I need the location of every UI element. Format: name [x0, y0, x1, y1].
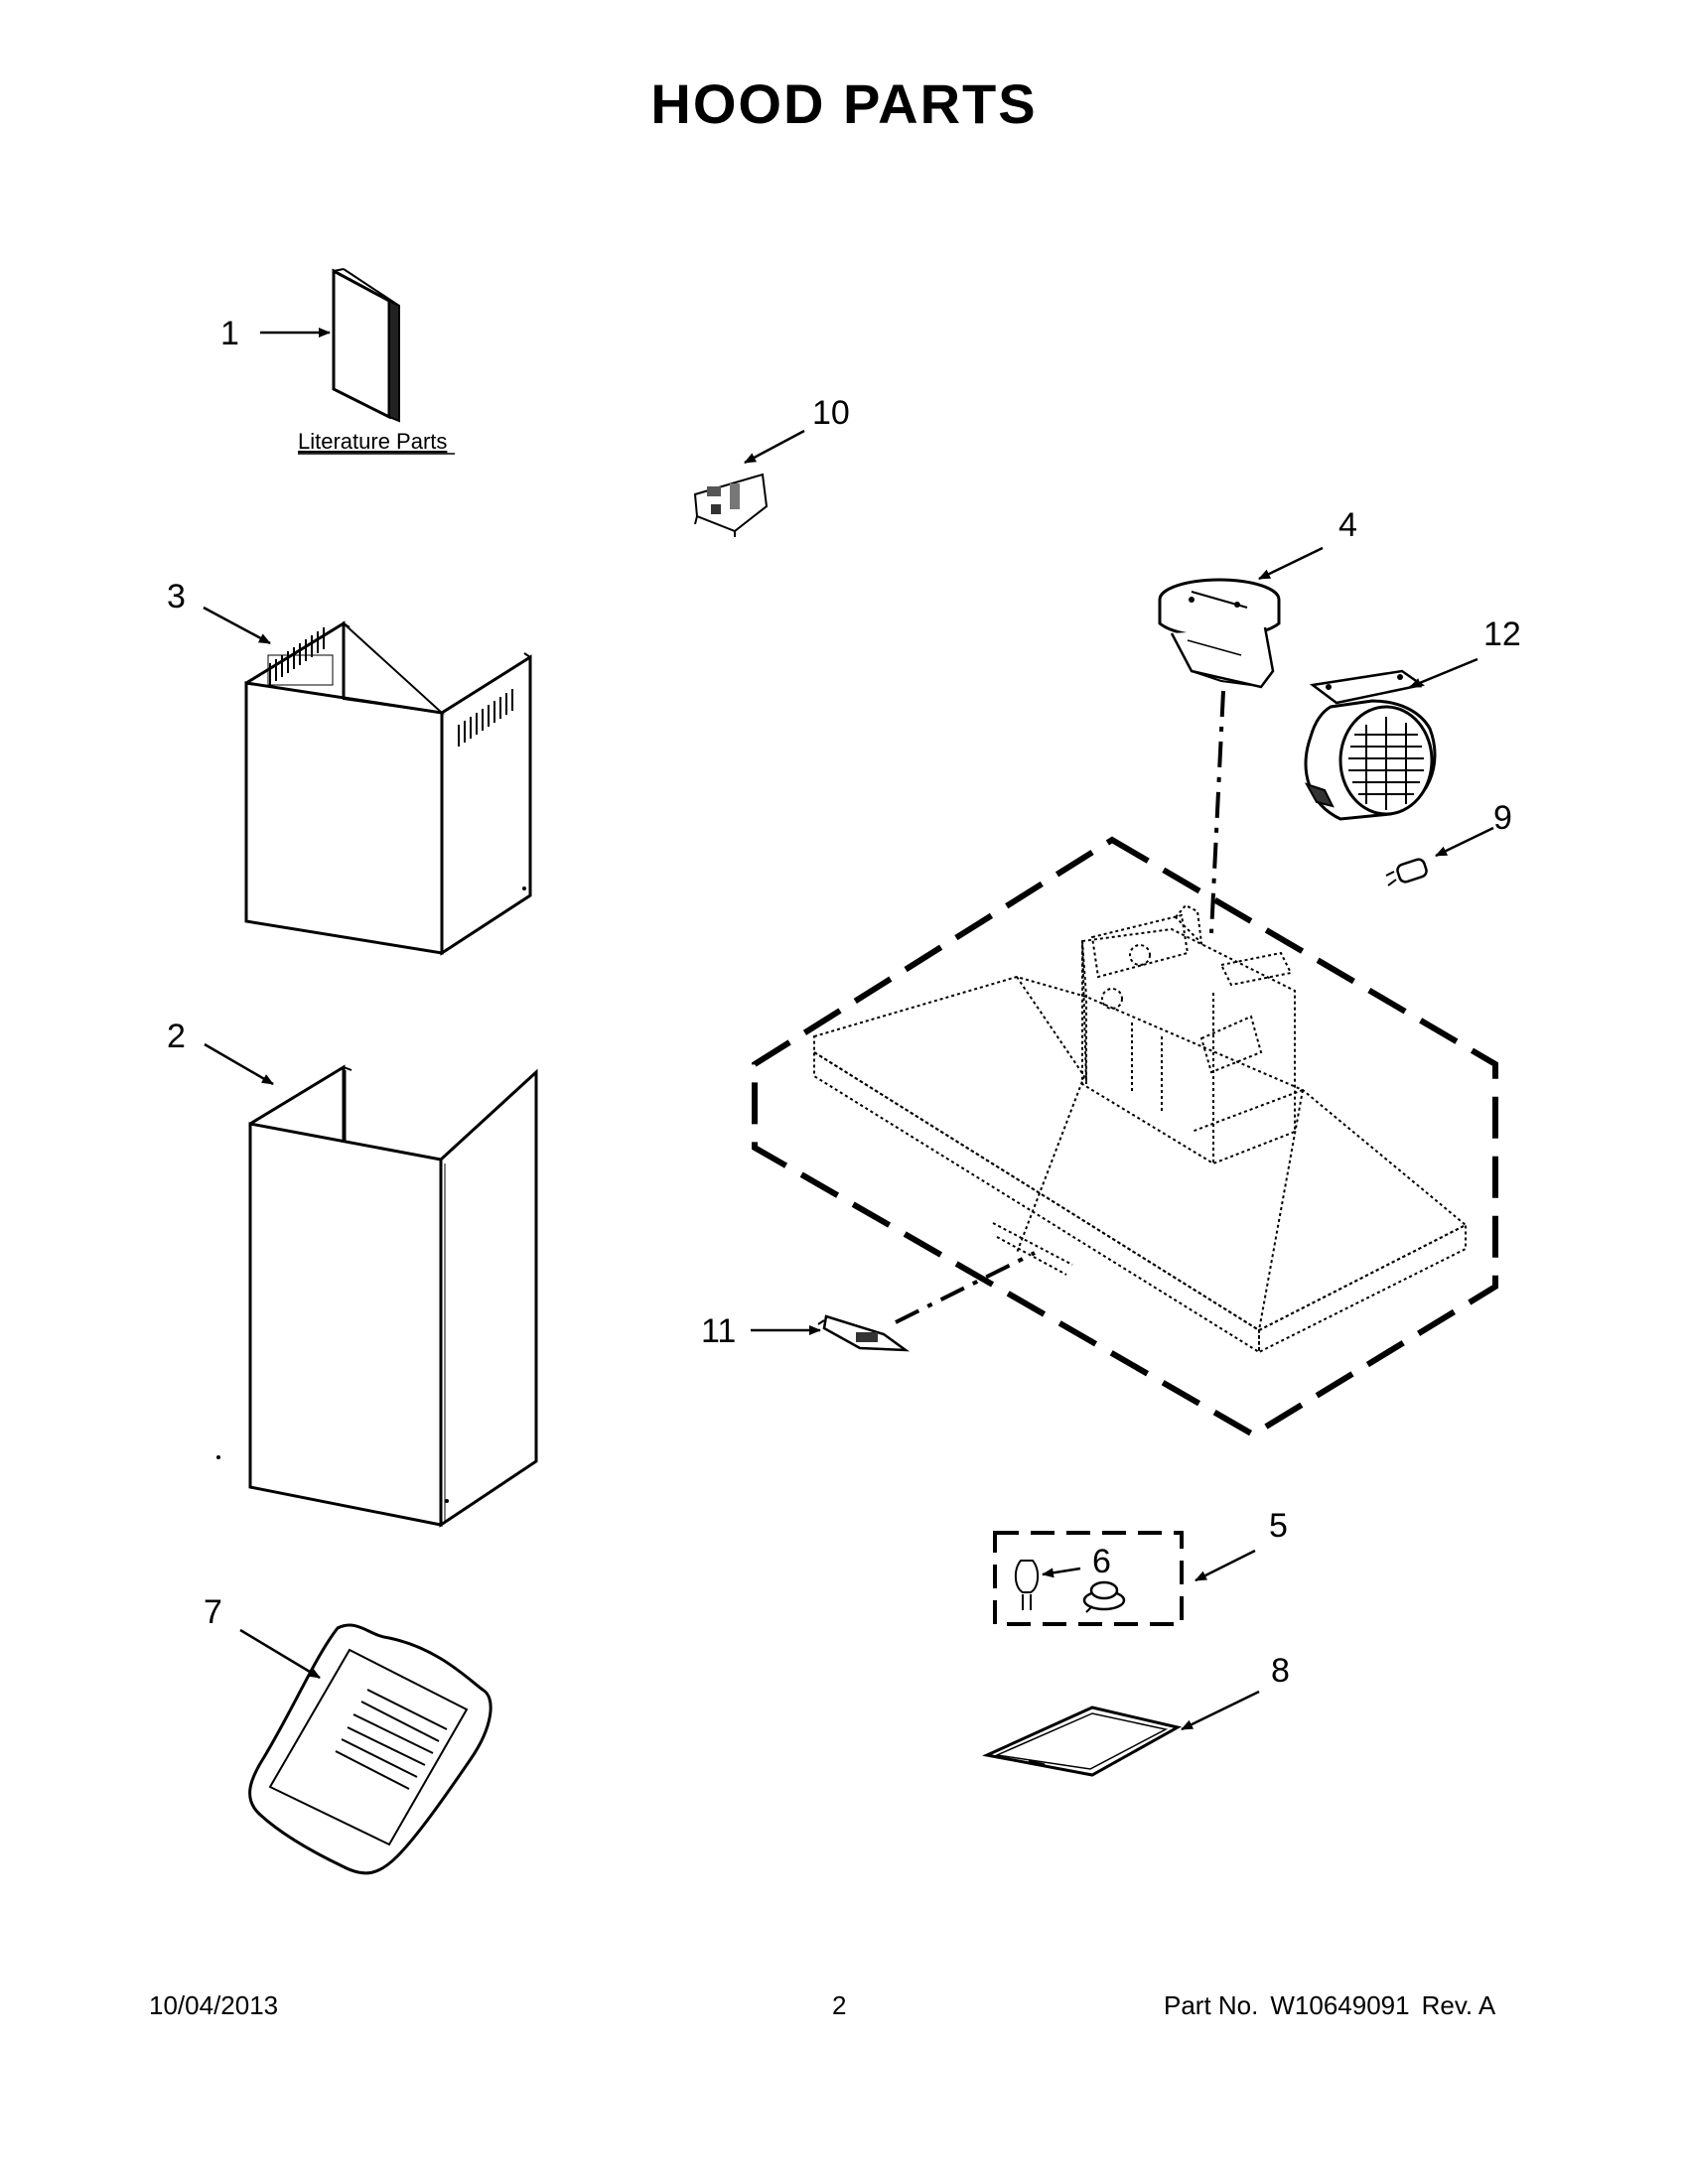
callout-3: 3	[167, 578, 186, 615]
literature-parts-label: Literature Parts	[298, 429, 447, 454]
part-9-capacitor[interactable]	[1385, 858, 1428, 887]
part-11-switch[interactable]	[817, 1314, 911, 1352]
part-number: W10649091	[1270, 1990, 1410, 2020]
part-8-grease-filter[interactable]	[982, 1706, 1183, 1777]
callout-9: 9	[1493, 799, 1512, 837]
callout-2: 2	[167, 1018, 186, 1055]
page-title: HOOD PARTS	[650, 72, 1038, 135]
part-number-label: Part No.	[1164, 1990, 1259, 2020]
part-12-blower[interactable]	[1304, 669, 1437, 821]
part-10-control-board[interactable]	[693, 473, 769, 537]
part-2-lower-chimney-cover[interactable]	[216, 1064, 538, 1528]
part-1-literature-booklet[interactable]	[332, 268, 400, 423]
revision: Rev. A	[1421, 1990, 1496, 2020]
hood-assembly-boundary	[752, 836, 1498, 1438]
callout-10: 10	[812, 394, 850, 432]
part-6-halogen-bulb[interactable]	[1015, 1560, 1039, 1610]
callout-1: 1	[220, 315, 239, 352]
footer-part-info: Part No. W10649091 Rev. A	[1164, 1990, 1507, 2021]
callout-5: 5	[1269, 1507, 1288, 1545]
callout-4: 4	[1338, 506, 1357, 544]
part-5-light-assembly[interactable]	[1082, 1580, 1126, 1613]
part-7-instructions-bag[interactable]	[248, 1623, 492, 1875]
kit-5-boundary	[993, 1531, 1184, 1626]
part-4-damper[interactable]	[1158, 578, 1281, 689]
callout-7: 7	[204, 1593, 222, 1631]
hood-body[interactable]	[813, 903, 1468, 1354]
footer-date: 10/04/2013	[149, 1990, 279, 2020]
callout-8: 8	[1271, 1652, 1290, 1690]
callout-6: 6	[1092, 1543, 1111, 1580]
part-3-upper-chimney-cover[interactable]	[244, 620, 532, 956]
callout-11: 11	[701, 1312, 736, 1350]
callout-12: 12	[1483, 615, 1521, 653]
footer-page-number: 2	[832, 1990, 847, 2020]
